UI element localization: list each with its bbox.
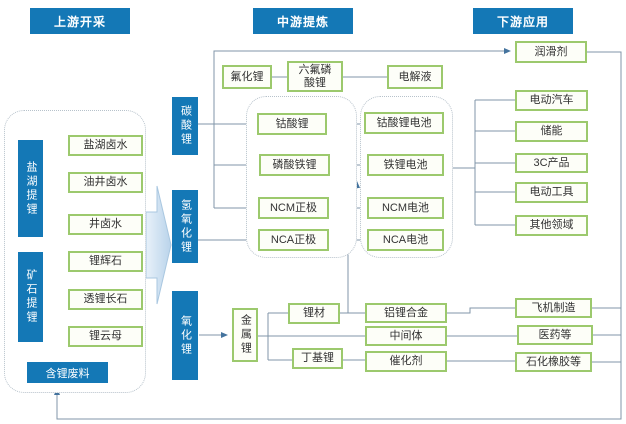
node-nca-battery: NCA电池 xyxy=(367,229,444,251)
node-nca-cathode: NCA正极 xyxy=(258,229,329,251)
node-pharmaceuticals: 医药等 xyxy=(517,325,593,345)
node-power-tools: 电动工具 xyxy=(515,182,588,203)
node-lfp-cathode: 磷酸铁锂 xyxy=(259,154,330,176)
node-salt-lake-brine: 盐湖卤水 xyxy=(68,135,143,156)
node-aircraft-manufacturing: 飞机制造 xyxy=(515,298,592,318)
connector-carbonate-to-lubricant xyxy=(213,48,511,124)
node-spodumene: 锂辉石 xyxy=(68,251,143,272)
node-lithium-fluoride: 氟化锂 xyxy=(222,65,272,89)
node-oil-well-brine: 油井卤水 xyxy=(68,172,143,193)
header-upstream: 上游开采 xyxy=(30,8,130,34)
node-butyl-lithium: 丁基锂 xyxy=(292,348,343,369)
node-lfp-battery: 铁锂电池 xyxy=(367,154,444,176)
flow-arrow xyxy=(145,185,172,305)
node-ore-extraction: 矿石提锂 xyxy=(18,252,43,342)
node-metal-lithium: 金属锂 xyxy=(232,308,258,362)
node-electric-vehicle: 电动汽车 xyxy=(515,90,588,111)
node-lco-battery: 钴酸锂电池 xyxy=(364,112,444,134)
node-lithium-oxide: 氧化锂 xyxy=(172,291,198,380)
node-lco-cathode: 钴酸锂 xyxy=(257,113,327,135)
node-catalyst: 催化剂 xyxy=(365,351,447,372)
node-3c-products: 3C产品 xyxy=(515,153,588,173)
node-lubricant: 润滑剂 xyxy=(515,41,587,63)
node-lithium-hexafluorophosphate: 六氟磷 酸锂 xyxy=(287,61,343,92)
header-downstream: 下游应用 xyxy=(473,8,573,34)
node-other-fields: 其他领域 xyxy=(515,215,588,236)
node-petrochemical-rubber: 石化橡胶等 xyxy=(515,352,592,372)
node-intermediate: 中间体 xyxy=(365,326,447,346)
node-lithium-material: 锂材 xyxy=(288,303,340,324)
node-lithium-waste: 含锂废料 xyxy=(27,362,108,383)
node-petalite: 透锂长石 xyxy=(68,289,143,310)
node-ncm-cathode: NCM正极 xyxy=(258,197,329,219)
header-midstream: 中游提炼 xyxy=(253,8,353,34)
node-lithium-carbonate: 碳酸锂 xyxy=(172,97,198,155)
connector-recycle-loop xyxy=(54,51,622,420)
node-energy-storage: 储能 xyxy=(515,121,588,142)
node-aluminum-lithium-alloy: 铝锂合金 xyxy=(365,303,447,323)
node-well-brine: 井卤水 xyxy=(68,214,143,235)
node-lepidolite: 锂云母 xyxy=(68,326,143,347)
node-electrolyte: 电解液 xyxy=(387,65,443,89)
node-ncm-battery: NCM电池 xyxy=(367,197,444,219)
node-lithium-hydroxide: 氢氧化锂 xyxy=(172,190,198,263)
node-salt-lake-extraction: 盐湖提锂 xyxy=(18,140,43,237)
connector-alloy-to-aircraft xyxy=(447,307,515,314)
